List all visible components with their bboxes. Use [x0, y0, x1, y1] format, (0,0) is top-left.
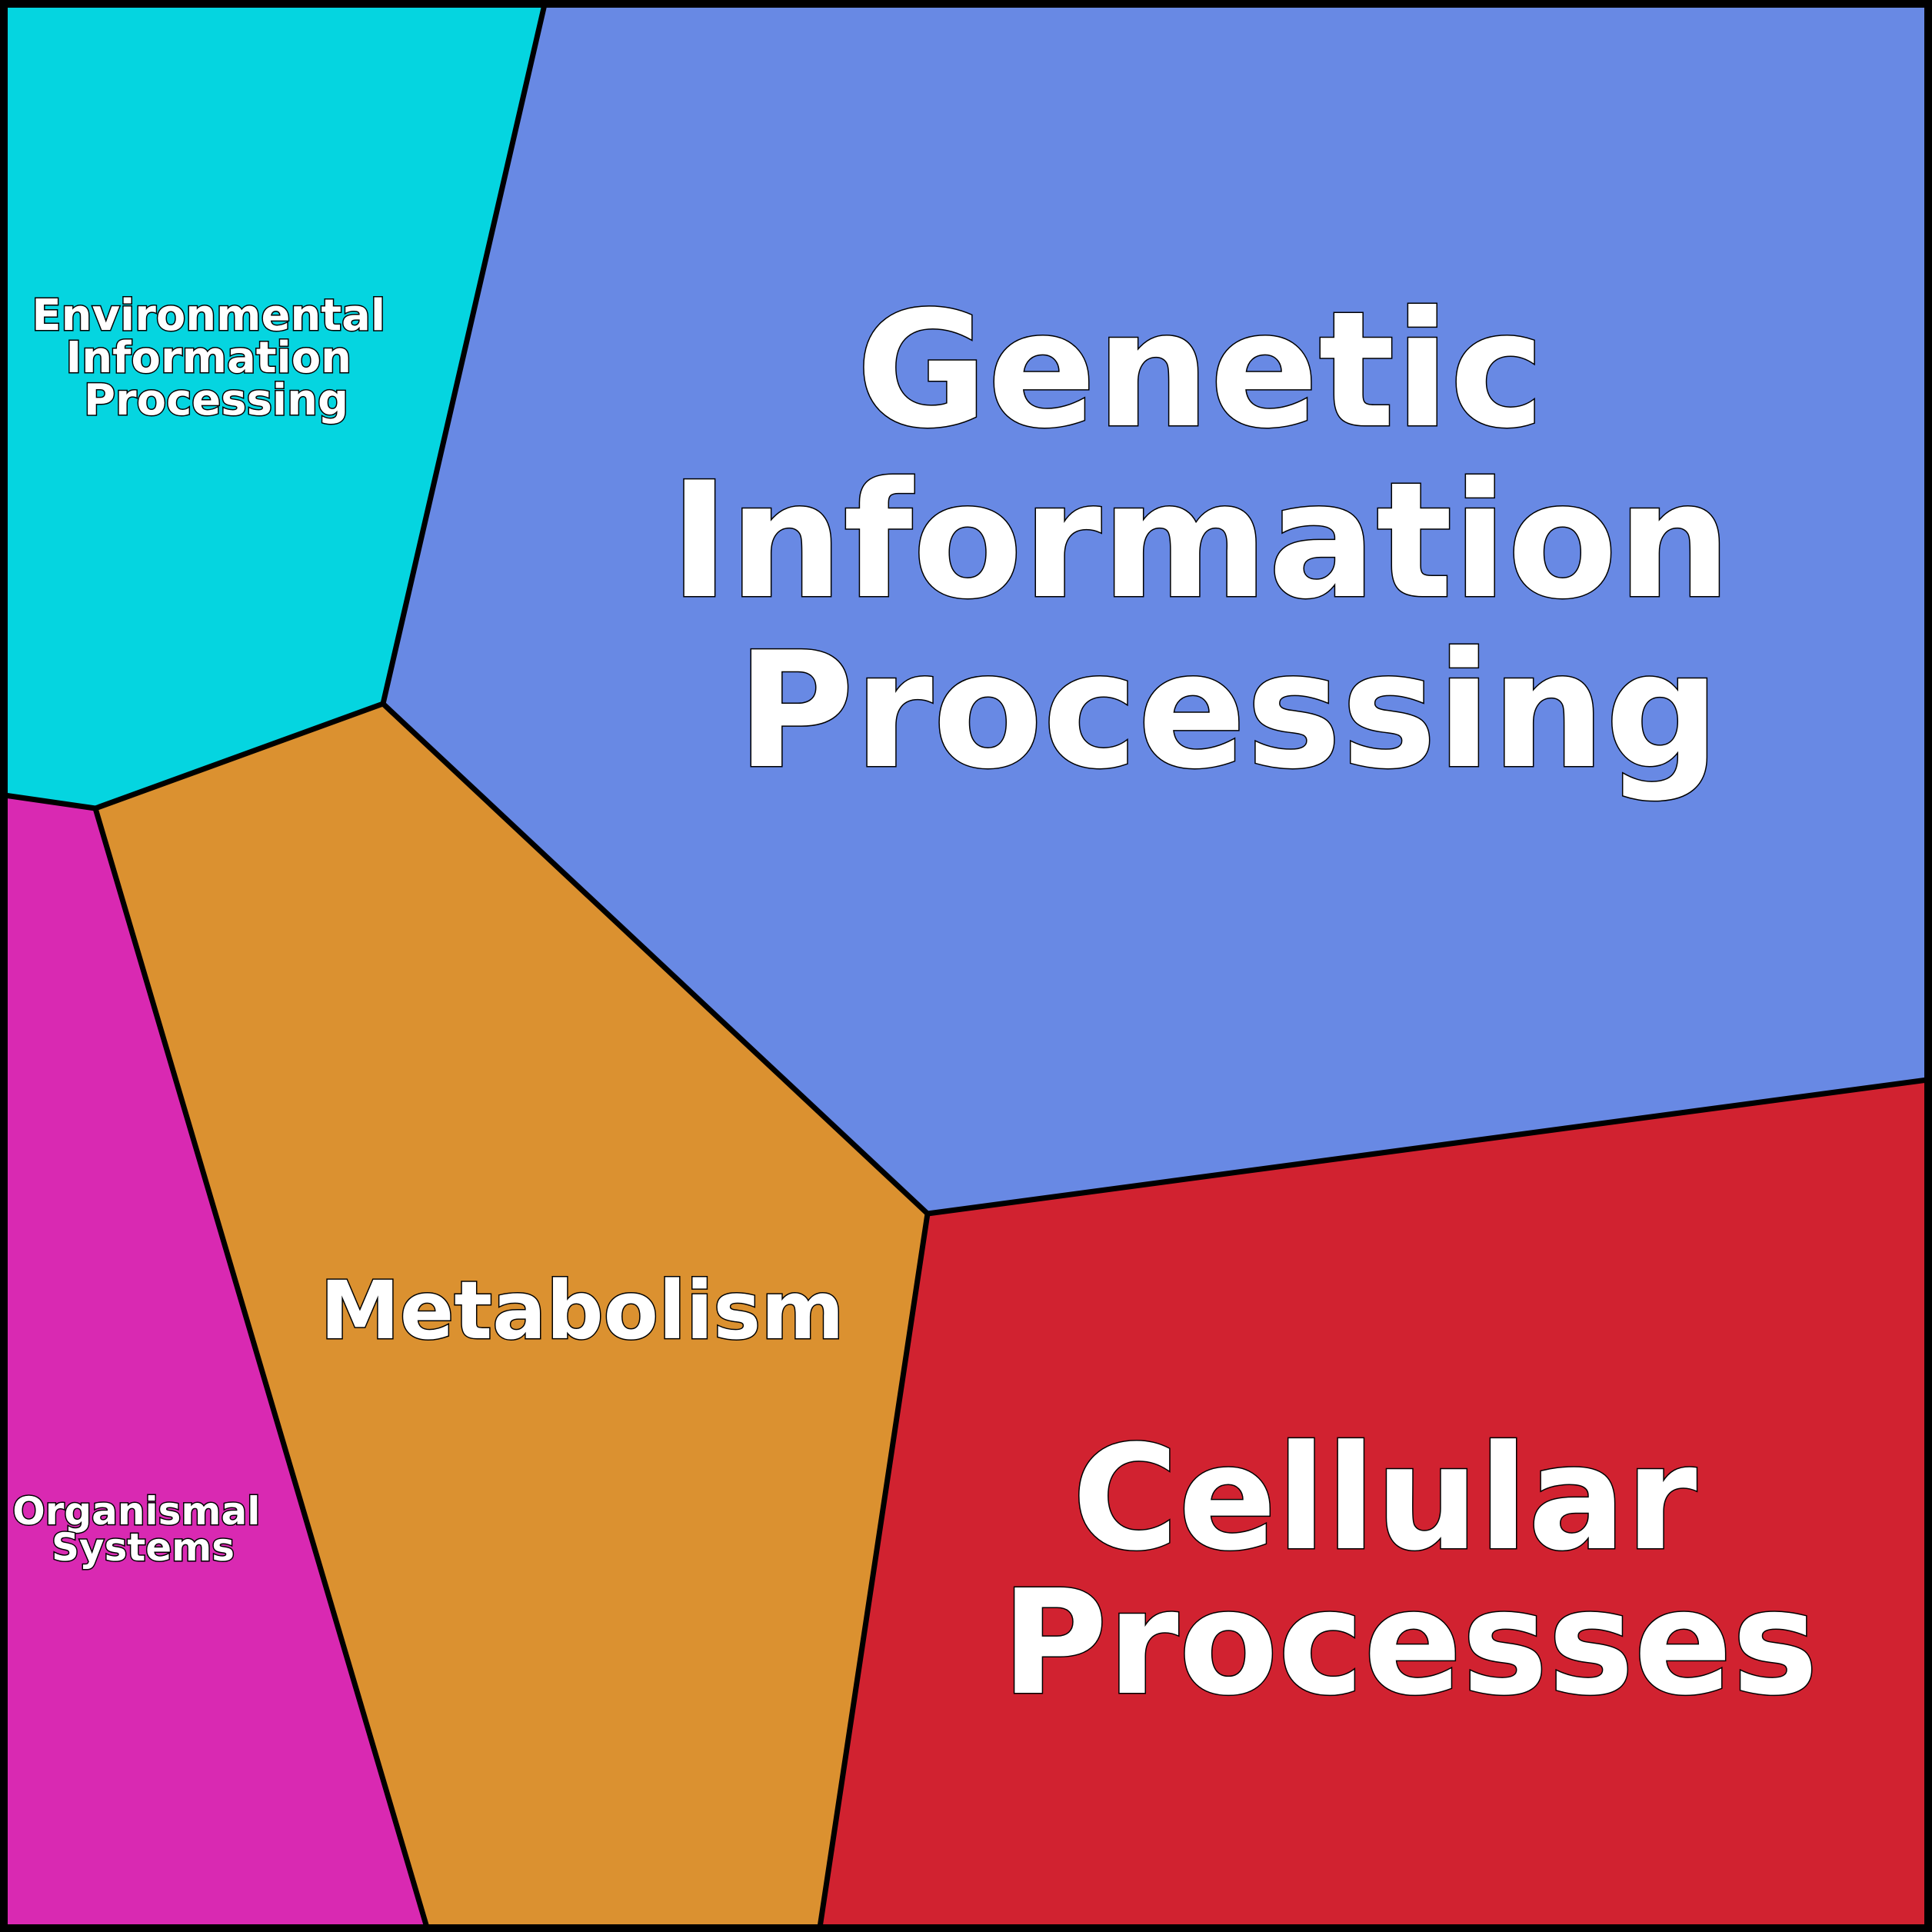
- label-genetic-information-processing: Genetic Information Processing: [670, 278, 1787, 804]
- region-genetic-information-processing[interactable]: [383, 5, 1927, 1214]
- cell-edges: [4, 4, 1928, 1928]
- label-environmental-information-processing: Environmental Information Processing: [32, 291, 400, 425]
- region-cellular-processes[interactable]: [820, 1080, 1927, 1927]
- label-cellular-processes: Cellular Processes: [1001, 1414, 1818, 1727]
- region-environmental-information-processing[interactable]: [5, 5, 545, 808]
- label-metabolism: Metabolism: [320, 1264, 844, 1357]
- label-organismal-systems: Organismal Systems: [12, 1489, 274, 1570]
- region-metabolism[interactable]: [95, 704, 928, 1927]
- region-organismal-systems[interactable]: [5, 795, 427, 1927]
